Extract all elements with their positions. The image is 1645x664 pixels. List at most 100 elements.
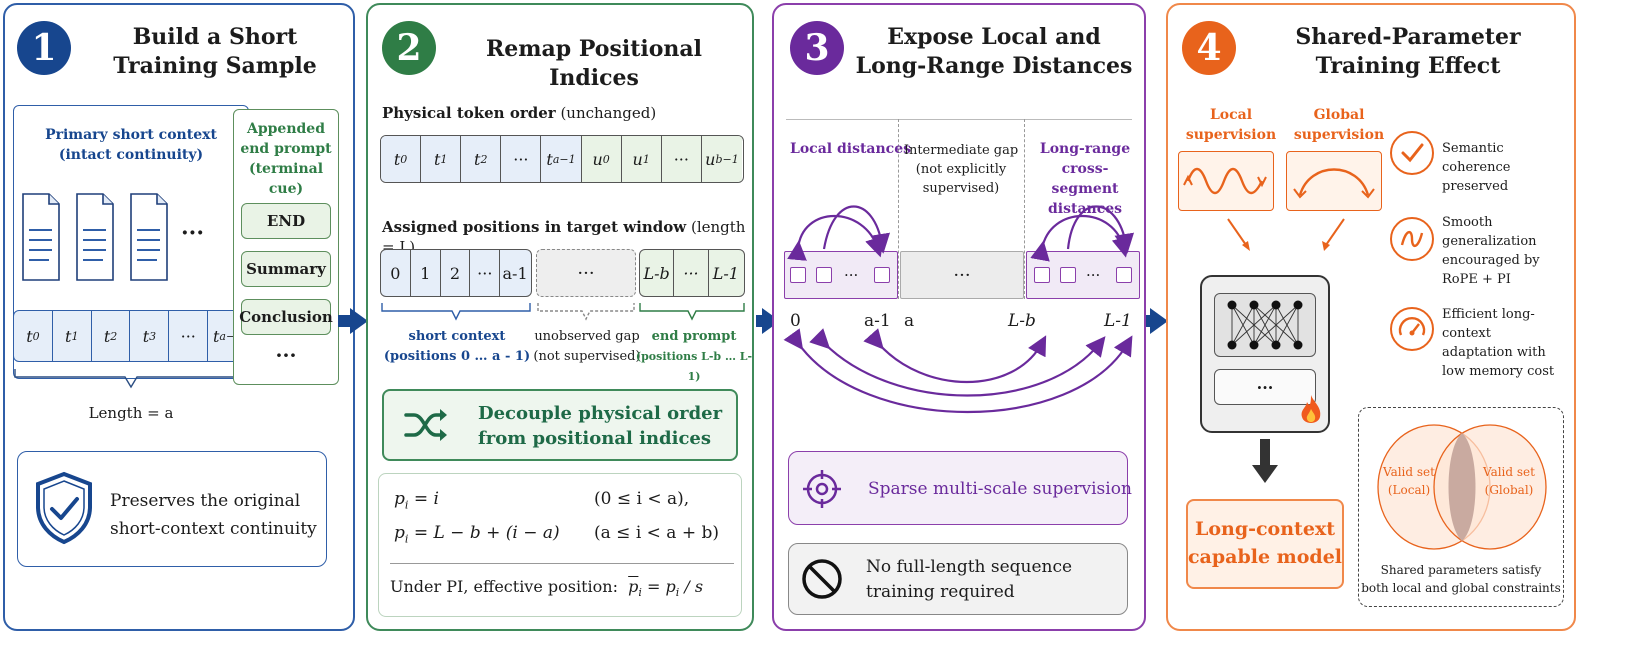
- gap-positions-strip: ···: [536, 249, 636, 297]
- venn-box: [1358, 407, 1564, 607]
- benefit-1-text: Semantic coherence preserved: [1442, 141, 1511, 194]
- position-cell: 0: [381, 250, 411, 296]
- local-supervision-label: Local supervision: [1185, 107, 1277, 143]
- position-cell: ···: [674, 250, 709, 296]
- end-token-3: [1116, 267, 1132, 283]
- panel4-title: Shared-Parameter Training Effect: [1295, 24, 1521, 79]
- panel-build-sample: 1 Build a Short Training Sample Primary …: [3, 3, 355, 631]
- physical-order-label: Physical token order (unchanged): [382, 104, 657, 122]
- venn-caption: Shared parameters satisfy both local and…: [1361, 563, 1561, 595]
- position-braces: [381, 303, 745, 321]
- preserves-text: Preserves the original short-context con…: [110, 491, 317, 539]
- end-positions-strip: L-b···L-1: [639, 249, 745, 297]
- document-icons: [22, 193, 168, 281]
- benefit-2-icon: [1390, 217, 1434, 261]
- result-model-text: Long-context capable model: [1187, 518, 1343, 568]
- physical-token-cell: ···: [661, 136, 702, 182]
- equation-1: pi = i: [394, 489, 439, 512]
- unobserved-gap-label: unobserved gap (not supervised): [533, 329, 641, 364]
- end-token-1: [1034, 267, 1050, 283]
- no-full-length-box: [788, 543, 1128, 615]
- primary-context-title: Primary short context (intact continuity…: [45, 127, 217, 163]
- axis-label-a: a: [904, 311, 915, 331]
- end-dots: ···: [1086, 266, 1101, 284]
- flow-arrow-2: [756, 315, 766, 327]
- result-arrow-shaft: [1260, 439, 1270, 467]
- step-badge-1: 1: [17, 21, 71, 75]
- end-token-2: [1060, 267, 1076, 283]
- token-cell: ···: [169, 311, 209, 361]
- venn-diagram: [1377, 424, 1547, 550]
- prompt-end: END: [241, 203, 331, 239]
- local-wave-box: [1178, 151, 1274, 211]
- panel-remap-indices: 2 Remap Positional Indices Physical toke…: [366, 3, 754, 631]
- assigned-positions-label: Assigned positions in target window (len…: [382, 218, 746, 256]
- result-model-box: [1186, 499, 1344, 589]
- sparse-supervision-box: [788, 451, 1128, 525]
- prompt-conclusion: Conclusion: [239, 299, 333, 335]
- local-dots: ···: [844, 266, 859, 284]
- target-icon: [803, 470, 841, 508]
- neural-network-icon: [1227, 300, 1303, 350]
- position-cell: 1: [411, 250, 441, 296]
- flow-arrow-1: [338, 315, 352, 327]
- shuffle-icon: [404, 409, 447, 441]
- gauge-icon: [1398, 317, 1426, 336]
- panel3-title: Expose Local and Long-Range Distances: [855, 24, 1133, 79]
- axis-label-a1: a-1: [864, 311, 891, 331]
- end-prompt-label: end prompt (positions L-b … L-1): [635, 329, 753, 383]
- flow-arrow-3-head: [1150, 308, 1168, 334]
- appended-prompt-box: [233, 109, 339, 385]
- local-token-1: [790, 267, 806, 283]
- position-cell: ···: [470, 250, 501, 296]
- benefit-3-text: Efficient long-context adaptation with l…: [1442, 307, 1555, 379]
- distance-arcs: [783, 205, 1135, 413]
- global-arc-box: [1286, 151, 1382, 211]
- panel-expose-distances: 3 Expose Local and Long-Range Distances …: [772, 3, 1146, 631]
- equation-2: pi = L − b + (i − a): [394, 523, 560, 546]
- local-token-2: [816, 267, 832, 283]
- position-cell: L-b: [640, 250, 675, 296]
- length-label: Length = a: [88, 404, 174, 422]
- benefit-1-icon: [1390, 131, 1434, 175]
- step-badge-4: 4: [1182, 21, 1236, 75]
- appended-prompt-title: Appended end prompt (terminal cue): [240, 121, 332, 197]
- position-cell: a-1: [502, 263, 528, 283]
- decouple-text: Decouple physical order from positional …: [478, 403, 723, 449]
- fire-icon: [1301, 395, 1321, 423]
- smooth-curve-icon: [1400, 231, 1424, 247]
- prompt-summary: Summary: [241, 251, 331, 287]
- checkmark-icon: [1401, 143, 1424, 163]
- distance-strip-gap: ···: [900, 251, 1024, 299]
- wave-icon: [1183, 167, 1267, 195]
- panel1-title: Build a Short Training Sample: [113, 24, 317, 79]
- intermediate-gap-label: Intermediate gap (not explicitly supervi…: [903, 143, 1019, 196]
- position-cell: L-1: [712, 263, 739, 283]
- sparse-supervision-text: Sparse multi-scale supervision: [868, 479, 1132, 499]
- prohibited-icon: [802, 559, 842, 599]
- length-brace: [14, 369, 248, 389]
- axis-label-lb: L-b: [1008, 311, 1036, 331]
- result-arrow-head: [1252, 465, 1278, 483]
- model-layer-dots: ···: [1214, 369, 1316, 405]
- venn-left-label: Valid set (Local): [1383, 465, 1435, 497]
- gap-divider-left: [898, 119, 899, 299]
- physical-token-cell: ···: [501, 136, 542, 182]
- flow-arrow-1-head: [350, 308, 368, 334]
- pi-formula: Under PI, effective position: pi = pi / …: [390, 577, 704, 600]
- axis-label-0: 0: [790, 311, 801, 331]
- equation-1-condition: (0 ≤ i < a),: [594, 489, 690, 509]
- global-supervision-label: Global supervision: [1293, 107, 1385, 143]
- shield-check-icon: [36, 471, 92, 545]
- axis-label-l1: L-1: [1104, 311, 1132, 331]
- arc-icon: [1293, 168, 1375, 199]
